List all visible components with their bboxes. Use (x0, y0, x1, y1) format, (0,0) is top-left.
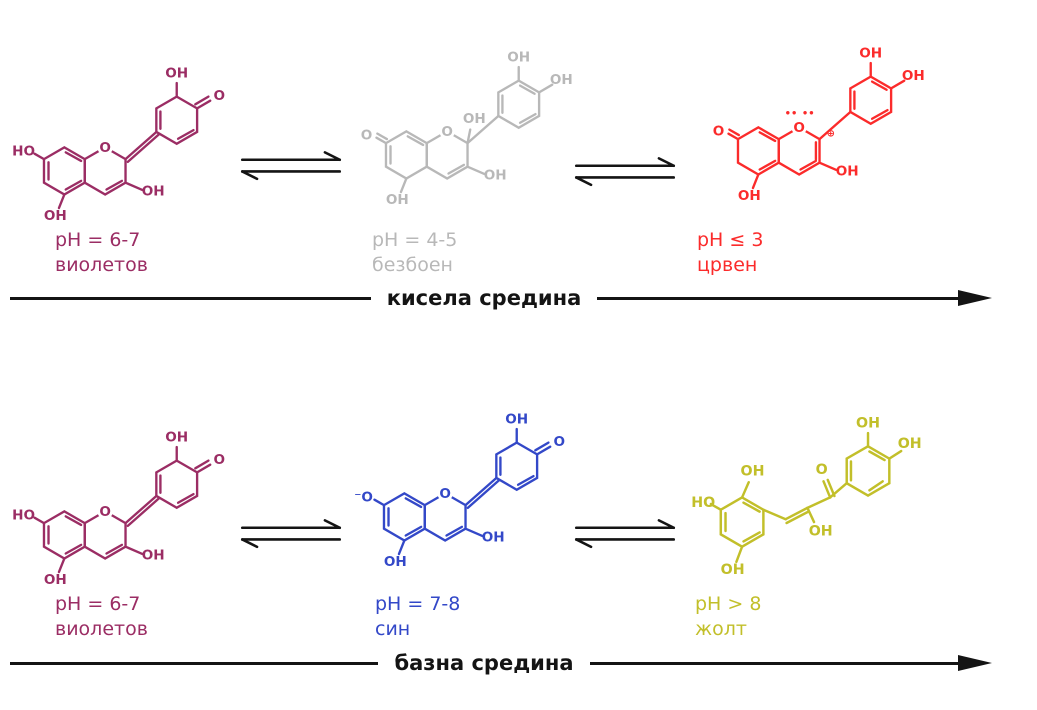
ring-oxygen-label: O (441, 124, 453, 140)
ph-value: pH = 6-7 (55, 593, 141, 615)
atom-labels: O •• •• ⊕ O OH OH OH OH (713, 46, 925, 204)
atom-masks (97, 139, 113, 156)
ph-value: pH ≤ 3 (697, 229, 764, 251)
ketone-oxygen-label: O (214, 452, 226, 468)
hydroxyl-label: OH (165, 430, 188, 446)
acidic-medium-label: кисела средина (386, 286, 582, 310)
label-colorless-acidic: pH = 4-5 безбоен (372, 228, 457, 278)
molecule-violet-acidic: O HO OH OH OH O (10, 64, 232, 241)
equilibrium-arrow (572, 514, 678, 552)
atom-masks (791, 119, 807, 136)
arrow-line (589, 661, 959, 665)
ketone-oxygen-label: O (713, 124, 725, 140)
ring-oxygen-label: O (439, 486, 451, 502)
atom-labels: O HO OH OH OH O (12, 430, 225, 588)
arrow-line (10, 661, 379, 665)
atom-labels: O O OH OH OH OH OH (361, 50, 573, 208)
color-name: виолетов (55, 618, 148, 640)
hydroxyl-label: OH (384, 554, 407, 570)
basic-medium-label: базна средина (394, 651, 574, 675)
bonds (33, 445, 212, 574)
hydroxyl-label: OH (142, 183, 165, 199)
label-red-acidic: pH ≤ 3 црвен (697, 228, 763, 278)
arrow-line (10, 296, 371, 300)
ph-value: pH > 8 (695, 593, 762, 615)
hydroxyl-label: OH (550, 72, 573, 88)
hydroxyl-label: OH (902, 68, 925, 84)
ph-value: pH = 6-7 (55, 229, 141, 251)
carbonyl-oxygen-label: O (816, 462, 828, 478)
hydroxyl-label: OH (859, 46, 882, 62)
hydroxyl-label: OH (507, 50, 530, 66)
bonds (727, 61, 906, 190)
atom-masks (439, 123, 455, 140)
ph-value: pH = 7-8 (375, 593, 461, 615)
hydroxyl-label: OH (142, 547, 165, 563)
molecule-colorless-acidic: O O OH OH OH OH OH (352, 48, 574, 225)
ketone-oxygen-label: O (214, 88, 226, 104)
hydroxyl-label: OH (809, 523, 833, 539)
ring-oxygen-label: O (99, 504, 111, 520)
label-violet-acidic: pH = 6-7 виолетов (55, 228, 148, 278)
ring-oxygen-label: O (99, 140, 111, 156)
arrowhead (958, 655, 993, 671)
arrowhead (958, 290, 993, 306)
equilibrium-arrow (238, 146, 344, 184)
hydroxyl-label: OH (721, 562, 745, 578)
hydroxyl-label: OH (856, 416, 880, 431)
color-name: безбоен (372, 254, 453, 276)
hydroxyl-label: HO (12, 508, 35, 524)
atom-labels: O HO OH OH OH O (12, 66, 225, 224)
hydroxyl-label: OH (44, 208, 67, 224)
lone-pair-dots: •• (785, 108, 798, 119)
lone-pair-dots: •• (802, 108, 815, 119)
ketone-oxygen-label: O (361, 128, 373, 144)
ph-value: pH = 4-5 (372, 229, 458, 251)
equilibrium-arrow (238, 514, 344, 552)
hydroxyl-label: OH (44, 572, 67, 588)
positive-charge-symbol: ⊕ (827, 128, 835, 139)
basic-medium-arrow: базна средина (10, 650, 993, 676)
hydroxyl-label: OH (386, 192, 409, 208)
ketone-oxygen-label: O (554, 434, 566, 450)
equilibrium-arrow (572, 152, 678, 190)
molecule-violet-basic: O HO OH OH OH O (10, 428, 232, 605)
molecule-blue-basic: O ⁻O OH OH OH O (350, 410, 572, 587)
hydroxyl-label: HO (691, 495, 715, 511)
hydroxyl-label: OH (836, 163, 859, 179)
bonds (375, 65, 554, 194)
color-name: син (375, 618, 411, 640)
phenolate-oxygen-label: ⁻O (354, 490, 373, 506)
ring-oxygen-label: O (793, 120, 805, 136)
molecule-yellow-basic: HO OH OH O OH OH OH (690, 416, 922, 601)
hydroxyl-label: OH (741, 464, 765, 480)
acidic-medium-arrow: кисела средина (10, 285, 993, 311)
bonds (33, 81, 212, 210)
bonds (709, 431, 903, 564)
hydroxyl-label: OH (505, 412, 528, 428)
hydroxyl-label: OH (463, 111, 486, 127)
atom-labels: HO OH OH O OH OH OH (691, 416, 921, 578)
hydroxyl-label: OH (484, 167, 507, 183)
atom-masks (437, 485, 453, 502)
hydroxyl-label: OH (165, 66, 188, 82)
color-name: црвен (697, 254, 758, 276)
atom-labels: O ⁻O OH OH OH O (354, 412, 565, 570)
color-name: жолт (695, 618, 747, 640)
label-yellow-basic: pH > 8 жолт (695, 592, 761, 642)
hydroxyl-label: OH (738, 188, 761, 204)
color-name: виолетов (55, 254, 148, 276)
hydroxyl-label: HO (12, 144, 35, 160)
label-blue-basic: pH = 7-8 син (375, 592, 460, 642)
label-violet-basic: pH = 6-7 виолетов (55, 592, 148, 642)
molecule-red-acidic: O •• •• ⊕ O OH OH OH OH (704, 44, 926, 221)
bonds (373, 427, 552, 556)
hydroxyl-label: OH (898, 436, 922, 452)
hydroxyl-label: OH (482, 529, 505, 545)
arrow-line (597, 296, 959, 300)
atom-masks (97, 503, 113, 520)
